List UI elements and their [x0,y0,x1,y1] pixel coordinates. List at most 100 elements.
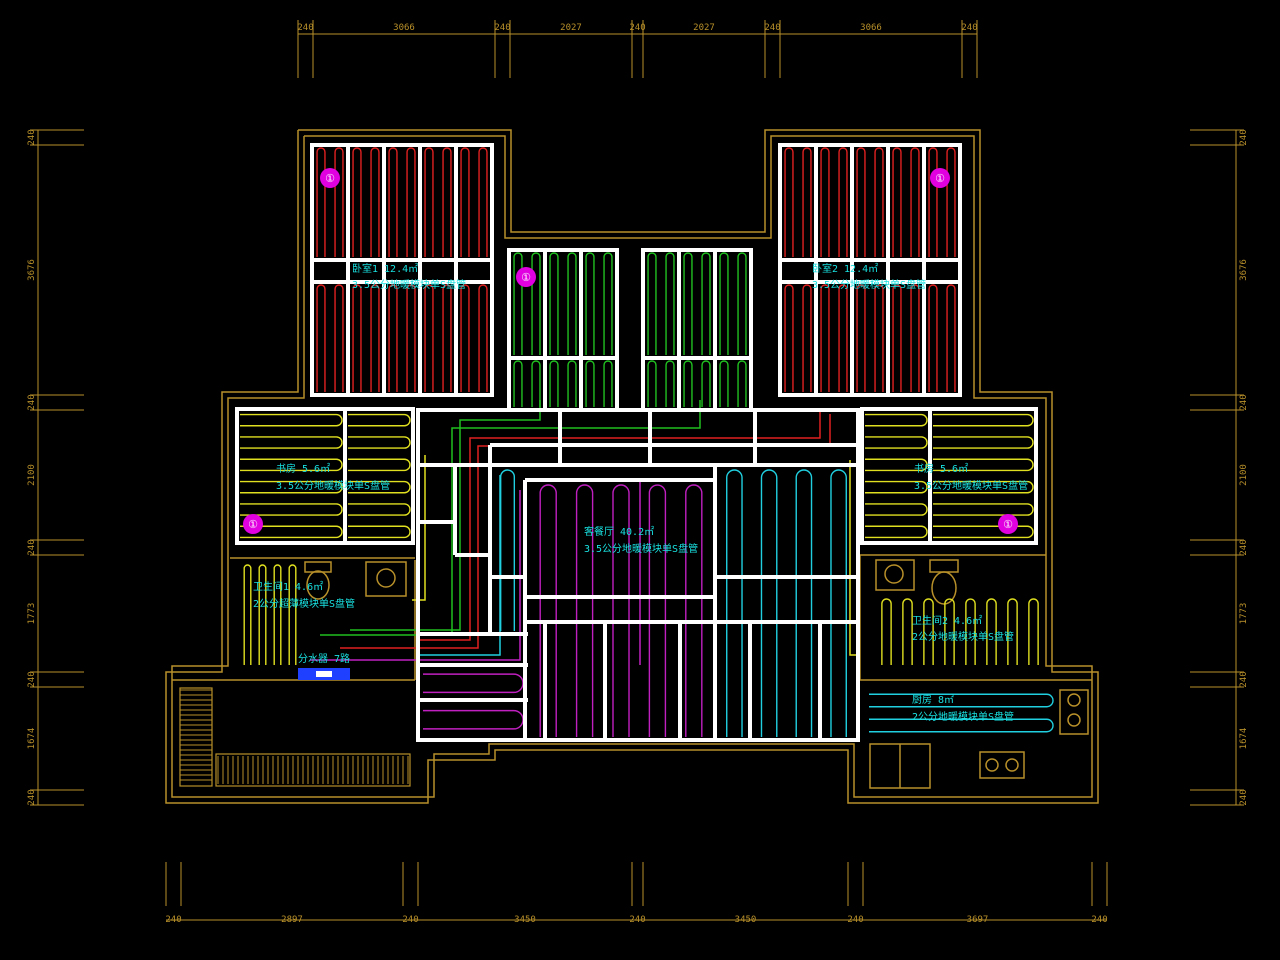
heating-loop [892,284,902,392]
heating-loop [240,525,343,539]
room-label-bath2: 卫生间2 4.6㎡ [912,614,982,627]
dimension-label: 240 [1239,539,1249,555]
heating-loop [348,436,411,449]
heating-loop [701,360,711,407]
heating-loop [348,458,411,472]
manifold-label: 分水器 [298,653,328,665]
heating-loop [647,360,657,407]
heating-loop [1007,598,1018,665]
heating-loop [539,484,557,737]
heating-loop [928,147,938,257]
dimension-label: 240 [1239,394,1249,410]
heating-loop [352,147,362,257]
heating-loop [946,147,956,257]
heating-loop [965,598,976,665]
manifold-ways: 7路 [334,652,350,665]
heating-loop [685,484,703,737]
heating-loop [869,693,1054,708]
heating-loop [348,480,411,494]
heating-loop [513,360,523,407]
heating-loop [933,480,1034,494]
dimension-label: 2027 [560,23,582,33]
dimension-label: 240 [629,23,645,33]
heating-loop [531,360,541,407]
heating-loop [370,147,380,257]
heating-loop [986,598,997,665]
heating-loop [612,484,630,737]
heating-loops [240,147,1054,737]
heating-loop [585,252,595,355]
heating-loop [838,147,848,257]
heating-loop [406,284,416,392]
room-desc-living: 3.5公分地暖模块单S盘管 [584,542,698,555]
heating-loop [240,503,343,516]
dimension-label: 240 [961,23,977,33]
wash-basin-left [365,561,407,597]
dimension-label: 240 [402,915,418,925]
dimension-label: 3066 [860,23,882,33]
heating-loop [316,147,326,257]
heating-loop [865,458,928,472]
heating-loop [683,252,693,355]
dimension-label: 240 [629,915,645,925]
dimension-label: 240 [1239,129,1249,145]
heating-loop [352,284,362,392]
svg-text:①: ① [248,518,258,531]
pipe-cyan [420,475,501,656]
heating-loop [881,598,892,665]
manifold-valve [316,671,332,677]
room-label-living: 客餐厅 40.2㎡ [584,525,654,538]
heating-loop [478,284,488,392]
heating-loop [585,360,595,407]
heating-loop [865,413,928,427]
loop-marker: ① [930,168,950,188]
dimension-label: 2027 [693,23,715,33]
dimension-label: 240 [27,789,37,805]
heating-loop [933,503,1034,516]
heating-loop [802,147,812,257]
dimension-label: 3066 [393,23,415,33]
heating-loop [760,469,778,737]
panel-bedroom1 [310,143,494,397]
heating-loop [348,413,411,427]
heating-loop [665,360,675,407]
room-desc-bath2: 2公分地暖模块单S盘管 [912,630,1014,643]
dimension-label: 240 [27,539,37,555]
manifold: 分水器 7路 [298,652,350,680]
heating-loop [865,480,928,494]
heating-loop [603,252,613,355]
building-outline [165,129,1099,804]
heating-loop [288,564,297,665]
dimension-label: 240 [27,129,37,145]
heating-loop [838,284,848,392]
dimension-label: 1773 [1239,603,1249,625]
heating-loop [240,413,343,427]
dimension-label: 240 [494,23,510,33]
dimension-label: 3450 [735,915,757,925]
heating-loop [933,525,1034,539]
heating-loop [737,360,747,407]
dimension-label: 3450 [514,915,536,925]
heating-loop [856,147,866,257]
heating-loop [719,360,729,407]
kitchen-sink [1059,689,1089,735]
outer-wall [165,129,1099,804]
room-desc-bedroom1: 3.5公分地暖模块单S盘管 [352,278,466,291]
heating-loop [830,469,847,737]
heating-loop [1028,598,1039,665]
heating-loop [928,284,938,392]
dimension-label: 240 [297,23,313,33]
heating-loop [784,147,794,257]
heating-loop [513,252,523,355]
heating-loop [388,284,398,392]
heating-loop [944,598,955,665]
heating-loop [240,480,343,494]
panel-side-right [860,407,1038,545]
heating-loop [575,484,594,737]
panel-side-left [235,407,415,545]
heating-loop [240,436,343,449]
heating-loop [549,252,559,355]
heating-loop [442,147,452,257]
toilet-left [304,561,332,600]
